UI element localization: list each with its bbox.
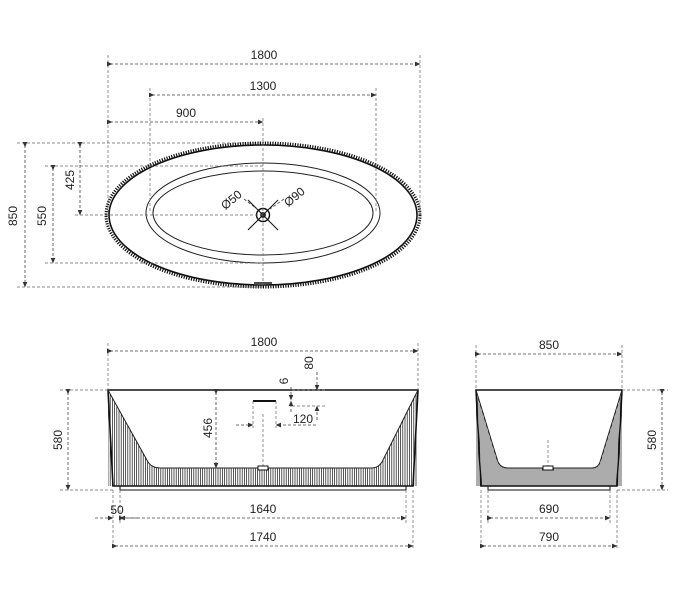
front-view: 1800 80 6 120 456 580 50	[51, 335, 419, 550]
front-length-dim: 1800	[251, 335, 278, 349]
overflow-diameter-label: Ø90	[281, 184, 308, 210]
side-footprint-width-dim: 790	[539, 530, 559, 544]
side-view-plinth	[487, 485, 611, 491]
top-view: 1800 1300 900 850 550 425 Ø50 Ø90	[6, 48, 422, 289]
top-width-dim: 850	[6, 206, 20, 226]
base-inset-dim: 50	[110, 503, 124, 517]
top-inner-length-dim: 1300	[250, 79, 277, 93]
footprint-length-dim: 1740	[250, 530, 277, 544]
side-view-drain	[542, 465, 554, 471]
front-height-dim: 580	[51, 430, 65, 450]
side-base-width-dim: 690	[539, 502, 559, 516]
drain-diameter-label: Ø50	[218, 187, 245, 213]
overflow-gap-dim: 6	[277, 377, 291, 384]
overflow-width-dim: 120	[293, 412, 313, 426]
side-view: 850 580 690 790	[474, 338, 668, 550]
base-length-dim: 1640	[250, 502, 277, 516]
front-view-plinth	[119, 485, 407, 491]
top-inner-width-dim: 550	[35, 206, 49, 226]
top-drain-offset-dim: 900	[176, 106, 196, 120]
side-width-dim: 850	[539, 338, 559, 352]
top-drain-side-dim: 425	[63, 170, 77, 190]
overflow-offset-dim: 80	[302, 356, 316, 370]
front-view-drain	[257, 465, 269, 471]
side-view-inner-profile	[475, 389, 623, 469]
side-height-dim: 580	[645, 430, 659, 450]
front-depth-dim: 456	[201, 418, 215, 438]
top-length-dim: 1800	[251, 48, 278, 62]
front-view-fluting	[108, 390, 417, 486]
side-view-outline	[475, 389, 623, 487]
side-view-fluting	[476, 390, 622, 486]
